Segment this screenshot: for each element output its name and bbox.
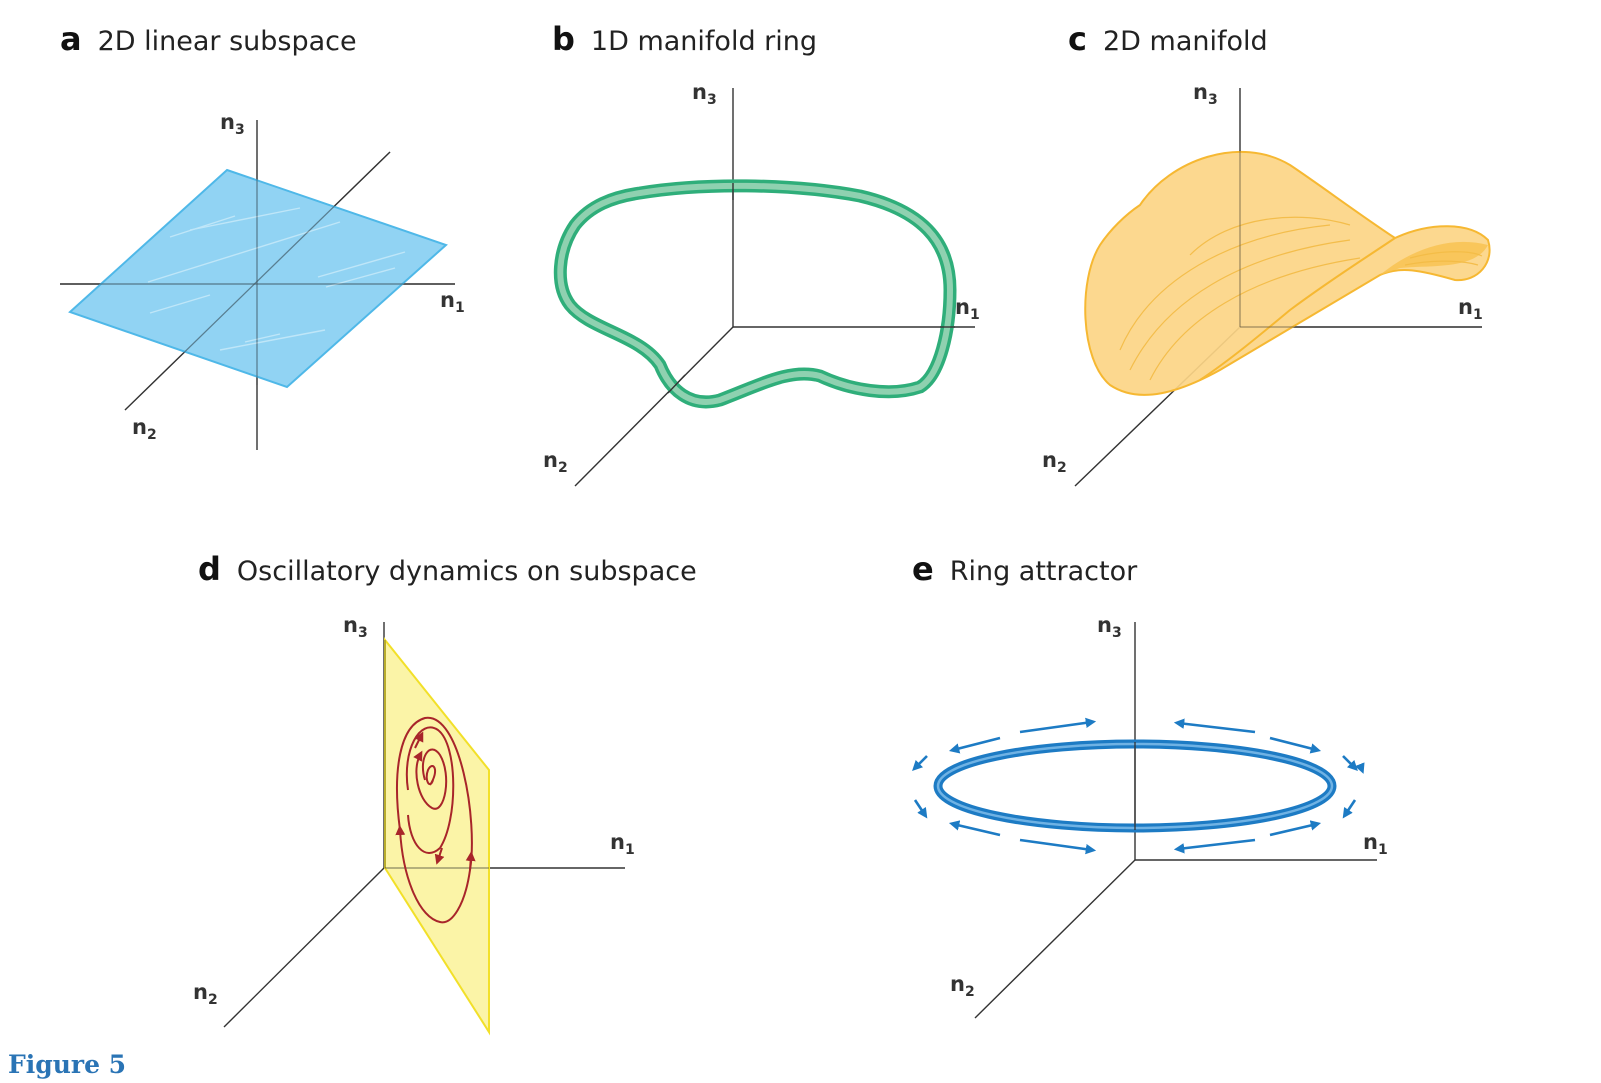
panel-b-n3-label: n3 — [692, 80, 717, 108]
axis-label-letter: n — [343, 613, 358, 637]
plane-highlights — [147, 207, 406, 351]
axis-label-letter: n — [610, 830, 625, 854]
panel-c-n3-label: n3 — [1193, 80, 1218, 108]
axis-label-subscript: 3 — [1111, 625, 1122, 642]
axis-label-letter: n — [950, 972, 965, 996]
axis-label-subscript: 2 — [1056, 460, 1067, 477]
panel-e-n3-label: n3 — [1097, 613, 1122, 641]
panel-a-title-text: 2D linear subspace — [97, 26, 357, 57]
axis-label-subscript: 3 — [234, 122, 245, 139]
manifold-contours — [1119, 216, 1483, 381]
axis-label-subscript: 2 — [146, 427, 157, 444]
panel-b-diagram — [553, 88, 975, 487]
panel-e-n1-label: n1 — [1363, 830, 1388, 858]
axis-label-subscript: 3 — [1207, 92, 1218, 109]
linear-subspace-plane — [68, 168, 448, 389]
panel-a-diagram — [60, 120, 455, 450]
axis-label-subscript: 1 — [624, 842, 635, 859]
panel-b-letter: b — [552, 20, 575, 58]
axis-label-subscript: 1 — [454, 300, 465, 317]
panel-b-n2-label: n2 — [543, 448, 568, 476]
axis-label-subscript: 3 — [357, 625, 368, 642]
panel-d-n3-label: n3 — [343, 613, 368, 641]
axis-label-letter: n — [1458, 295, 1473, 319]
axis-label-subscript: 2 — [207, 992, 218, 1009]
panel-c-letter: c — [1068, 20, 1087, 58]
panel-b-title: b 1D manifold ring — [552, 20, 817, 58]
panel-e-diagram — [912, 622, 1377, 1019]
panel-e-n2-label: n2 — [950, 972, 975, 1000]
axis-label-subscript: 3 — [706, 92, 717, 109]
panel-a-title: a 2D linear subspace — [60, 20, 357, 58]
manifold-ring — [553, 179, 957, 409]
panel-a-n3-label: n3 — [220, 110, 245, 138]
attractor-flow-arrows — [912, 717, 1365, 855]
axis-label-subscript: 2 — [964, 984, 975, 1001]
panel-b-axis-n2 — [574, 326, 734, 487]
panel-b-n1-label: n1 — [955, 295, 980, 323]
panel-e-title: e Ring attractor — [912, 550, 1137, 588]
panel-c-n1-label: n1 — [1458, 295, 1483, 323]
panel-d-diagram — [223, 622, 625, 1036]
axis-label-letter: n — [440, 288, 455, 312]
axis-label-letter: n — [220, 110, 235, 134]
panel-d-n2-label: n2 — [193, 980, 218, 1008]
panel-e-axis-n2 — [974, 859, 1136, 1019]
panel-d-n1-label: n1 — [610, 830, 635, 858]
axis-label-letter: n — [193, 980, 208, 1004]
panel-d-axis-n2 — [223, 867, 385, 1028]
panel-a-n1-label: n1 — [440, 288, 465, 316]
panel-e-letter: e — [912, 550, 934, 588]
axis-label-letter: n — [1363, 830, 1378, 854]
axis-label-letter: n — [692, 80, 707, 104]
axis-label-letter: n — [1042, 448, 1057, 472]
panel-b-title-text: 1D manifold ring — [590, 26, 818, 57]
axis-label-subscript: 1 — [1472, 307, 1483, 324]
panel-c-title: c 2D manifold — [1068, 20, 1268, 58]
panel-e-title-text: Ring attractor — [949, 556, 1138, 587]
panel-d-letter: d — [198, 550, 221, 588]
axis-label-letter: n — [955, 295, 970, 319]
axis-label-subscript: 1 — [1377, 842, 1388, 859]
panel-d-title-text: Oscillatory dynamics on subspace — [236, 556, 697, 587]
axis-label-subscript: 1 — [969, 307, 980, 324]
figure-caption: Figure 5 — [8, 1050, 127, 1079]
panel-c-n2-label: n2 — [1042, 448, 1067, 476]
axis-label-subscript: 2 — [557, 460, 568, 477]
panel-c-title-text: 2D manifold — [1102, 26, 1268, 57]
panel-c-diagram — [1074, 88, 1491, 487]
panel-a-n2-label: n2 — [132, 415, 157, 443]
axis-label-letter: n — [543, 448, 558, 472]
panel-a-letter: a — [60, 20, 82, 58]
manifold-surface — [1084, 150, 1491, 396]
panel-d-title: d Oscillatory dynamics on subspace — [198, 550, 697, 588]
axis-label-letter: n — [1097, 613, 1112, 637]
axis-label-letter: n — [132, 415, 147, 439]
axis-label-letter: n — [1193, 80, 1208, 104]
